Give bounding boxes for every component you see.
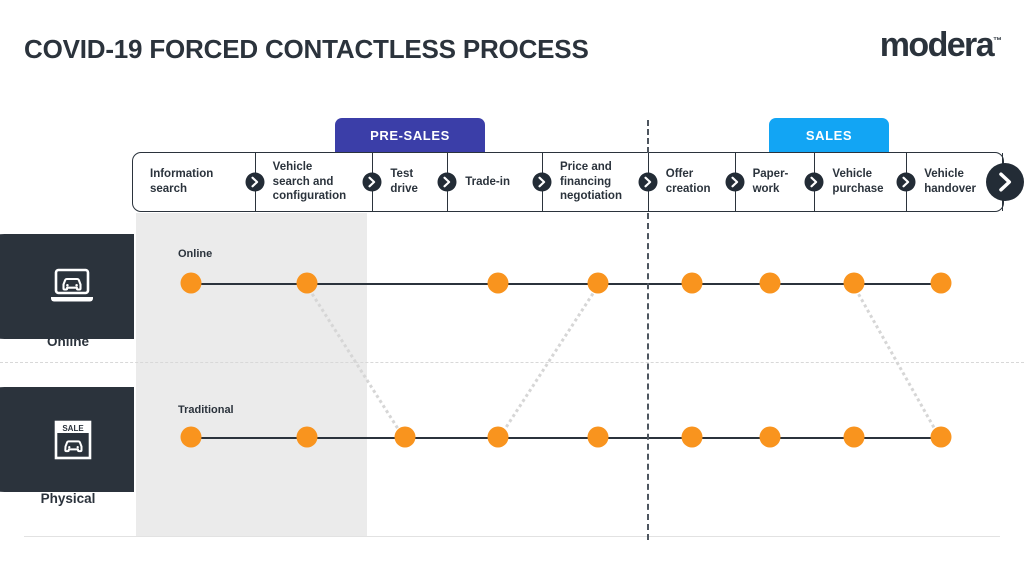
step-chevron-icon — [362, 172, 382, 192]
timeline-row-label-traditional: Traditional — [178, 404, 234, 416]
process-end-chevron-icon[interactable] — [986, 163, 1024, 201]
timeline-node[interactable] — [843, 272, 865, 294]
phase-banner-sales-label: SALES — [805, 127, 853, 143]
brand-logo-text: modera — [879, 26, 995, 64]
bottom-rule — [24, 536, 1000, 537]
timeline-node[interactable] — [487, 426, 509, 448]
timeline-node[interactable] — [180, 272, 202, 294]
process-step-trade-in[interactable]: Trade-in — [448, 153, 552, 211]
timeline-node[interactable] — [296, 272, 318, 294]
phase-divider-top — [647, 120, 649, 153]
timeline-node[interactable] — [487, 272, 509, 294]
channel-transition-connector — [498, 283, 601, 439]
timeline-node[interactable] — [394, 426, 416, 448]
step-chevron-icon — [245, 172, 265, 192]
process-step-label: Trade-in — [465, 175, 510, 188]
highlight-region-panel — [136, 213, 367, 536]
timeline-node[interactable] — [180, 426, 202, 448]
timeline-node[interactable] — [681, 426, 703, 448]
timeline-node[interactable] — [296, 426, 318, 448]
timeline-node[interactable] — [759, 426, 781, 448]
phase-banner-sales: SALES — [769, 118, 889, 152]
laptop-car-icon — [51, 268, 93, 301]
page-title: COVID-19 FORCED CONTACTLESS PROCESS — [24, 34, 589, 64]
channel-caption-online: Online — [46, 334, 89, 349]
channel-transition-connector — [851, 283, 941, 439]
channel-row-divider — [0, 362, 1024, 363]
phase-banner-pre-sales: PRE-SALES — [335, 118, 485, 152]
phase-banner-pre-sales-label: PRE-SALES — [370, 127, 450, 143]
step-chevron-icon — [638, 172, 658, 192]
step-chevron-icon — [896, 172, 916, 192]
timeline-node[interactable] — [587, 272, 609, 294]
channel-caption-physical: Physical — [40, 491, 96, 506]
timeline-node[interactable] — [930, 426, 952, 448]
step-chevron-icon — [437, 172, 457, 192]
timeline-node[interactable] — [587, 426, 609, 448]
timeline-node[interactable] — [843, 426, 865, 448]
timeline-track-online — [191, 283, 942, 285]
timeline-row-label-online: Online — [178, 248, 213, 260]
dealership-sale-icon: SALE — [54, 420, 92, 459]
trademark-icon: ™ — [993, 35, 1002, 46]
svg-text:SALE: SALE — [62, 424, 84, 433]
channel-badge-online — [0, 234, 134, 339]
process-step-paperwork[interactable]: Paper-work — [736, 153, 824, 211]
phase-divider-main — [647, 213, 649, 540]
timeline-node[interactable] — [930, 272, 952, 294]
timeline-node[interactable] — [759, 272, 781, 294]
timeline-node[interactable] — [681, 272, 703, 294]
step-chevron-icon — [725, 172, 745, 192]
channel-badge-physical: SALE — [0, 387, 134, 492]
brand-logo: modera™ — [880, 28, 1002, 62]
timeline-track-traditional — [191, 437, 942, 439]
step-chevron-icon — [804, 172, 824, 192]
step-chevron-icon — [532, 172, 552, 192]
process-step-label: Paper-work — [752, 168, 789, 195]
